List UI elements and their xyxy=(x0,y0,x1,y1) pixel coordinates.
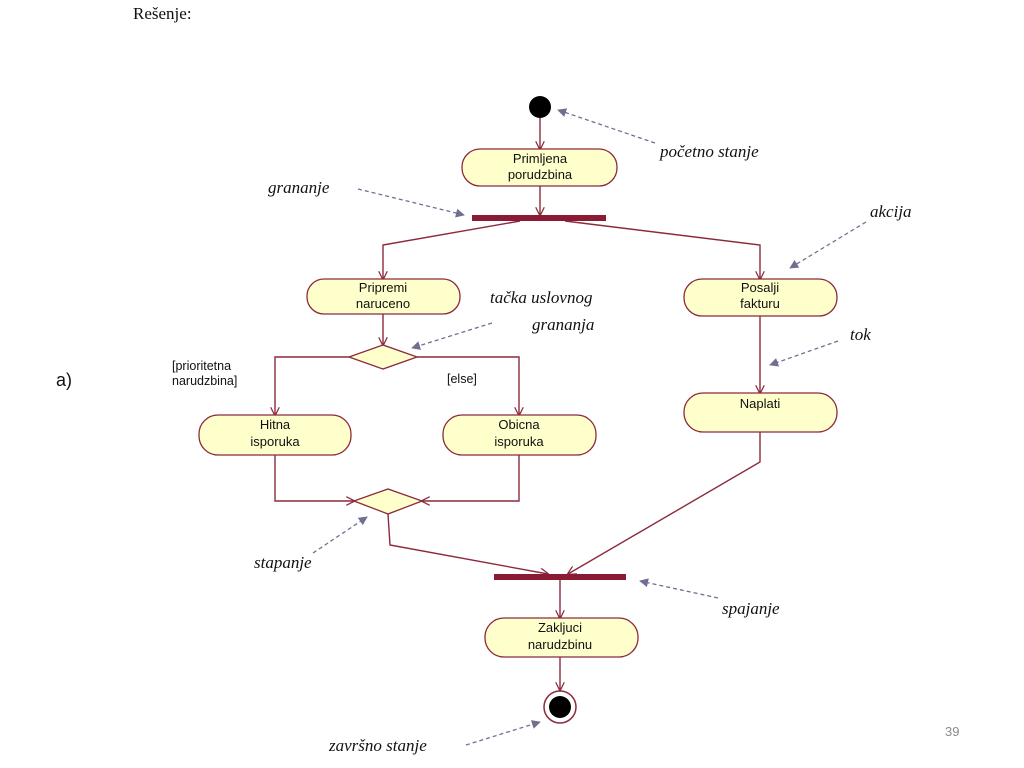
node-label: isporuka xyxy=(494,434,544,449)
flow-edge xyxy=(383,220,521,279)
annotation-arrow xyxy=(639,578,719,599)
annotation-final: završno stanje xyxy=(328,736,427,755)
node-label: Primljena xyxy=(513,151,568,166)
annotation-arrow xyxy=(465,720,541,746)
flow-edge xyxy=(417,356,519,415)
fork-bar xyxy=(472,215,606,221)
annotation-arrow xyxy=(557,108,656,144)
node-label: Obicna xyxy=(498,417,540,432)
action-received: Primljena porudzbina xyxy=(461,148,618,187)
annotation-fork: grananje xyxy=(268,178,330,197)
initial-node xyxy=(529,96,551,118)
annotation-merge: stapanje xyxy=(254,553,312,572)
merge-diamond xyxy=(352,488,424,515)
page-number: 39 xyxy=(945,724,960,739)
annotation-arrow xyxy=(357,188,465,218)
node-label: Naplati xyxy=(740,396,781,411)
page-heading: Rešenje: xyxy=(133,4,192,23)
flow-edge xyxy=(422,455,520,501)
final-node xyxy=(543,690,577,724)
annotation-decision: tačka uslovnog xyxy=(490,288,592,307)
node-label: Posalji xyxy=(741,280,779,295)
node-label: naruceno xyxy=(356,296,410,311)
annotation-decision: grananja xyxy=(532,315,594,334)
annotation-arrow xyxy=(312,516,368,554)
guard-priority: [prioritetna xyxy=(172,359,231,373)
action-prepare: Pripremi naruceno xyxy=(306,278,461,315)
node-label: isporuka xyxy=(250,434,300,449)
node-label: Zakljuci xyxy=(538,620,582,635)
flow-edge xyxy=(274,455,354,501)
flow-edge xyxy=(568,432,761,574)
action-regular: Obicna isporuka xyxy=(442,414,597,456)
node-label: porudzbina xyxy=(508,167,573,182)
node-label: narudzbinu xyxy=(528,637,592,652)
annotation-initial: početno stanje xyxy=(659,142,759,161)
action-close: Zakljuci narudzbinu xyxy=(484,617,639,658)
annotation-flow: tok xyxy=(850,325,871,344)
action-charge: Naplati xyxy=(683,392,838,433)
annotation-action: akcija xyxy=(870,202,912,221)
node-label: Hitna xyxy=(260,417,291,432)
annotation-join: spajanje xyxy=(722,599,780,618)
action-invoice: Posalji fakturu xyxy=(683,278,838,317)
guard-priority: narudzbina] xyxy=(172,374,237,388)
annotation-arrow xyxy=(789,221,867,269)
flow-edge xyxy=(387,513,548,574)
decision-diamond xyxy=(347,344,419,370)
node-label: Pripremi xyxy=(359,280,408,295)
node-label: fakturu xyxy=(740,296,780,311)
annotation-arrow xyxy=(769,340,839,367)
flow-edge xyxy=(564,220,760,279)
part-label: a) xyxy=(56,370,73,390)
flow-edge xyxy=(275,356,349,415)
guard-else: [else] xyxy=(447,372,477,386)
annotation-arrow xyxy=(411,322,493,350)
action-urgent: Hitna isporuka xyxy=(198,414,352,456)
join-bar xyxy=(494,574,626,580)
